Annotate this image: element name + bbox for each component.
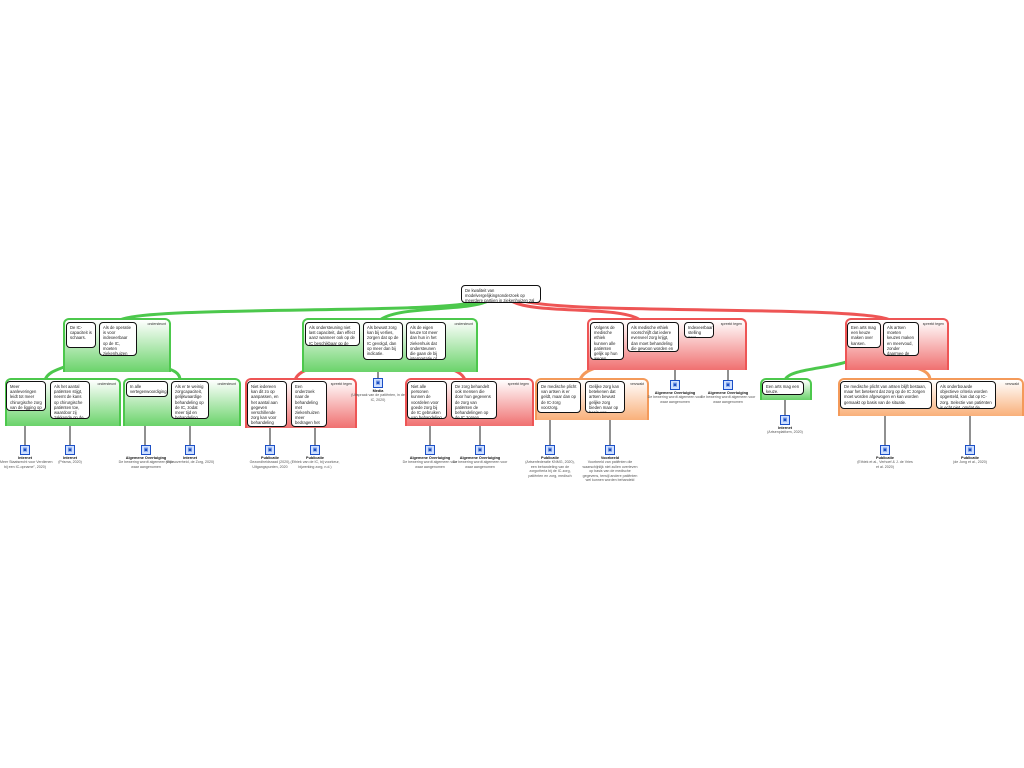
source-type: Voorbeeld [600, 456, 620, 460]
source-type-icon: ▣ [670, 380, 680, 390]
source-type: Algemene Overtuiging [409, 456, 451, 460]
claim-node[interactable]: Als bewust zorg kan bij verlies, zorgen … [363, 322, 403, 360]
oppose-group-label: spreekt tegen [330, 382, 352, 386]
oppose-group-label: spreekt tegen [720, 322, 742, 326]
claim-node[interactable]: De medische plicht van artsen blijft bes… [840, 381, 932, 409]
source-citation: (de Jong et al., 2020) [953, 460, 987, 465]
source-leaf[interactable]: ▣Internet("Meer Staatsrecht voor Verdien… [0, 445, 53, 469]
source-citation: De bewering wordt algemeen voor waar aan… [118, 460, 174, 469]
source-citation: ("Meer Staatsrecht voor Verdienen bij ee… [0, 460, 53, 469]
source-leaf[interactable]: ▣Publicatie(de Jong et al., 2020) [942, 445, 998, 465]
source-leaf[interactable]: ▣Publicatie(Ethiek van de IC, bij voorke… [287, 445, 343, 469]
source-citation: (Rijksoverheid, de Zorg, 2020) [165, 460, 215, 465]
claim-node[interactable]: Als er te weinig zorgcapaciteit, gelijkw… [171, 381, 209, 419]
claim-node[interactable]: Gelijke zorg kan betekenen dat artsen be… [585, 381, 625, 413]
source-type-icon: ▣ [780, 415, 790, 425]
claim-node[interactable]: De zorg behandelt ook mensen die door hu… [451, 381, 497, 419]
source-leaf[interactable]: ▣Media(Uitspraak van de patiënten, in de… [350, 378, 406, 402]
support-group-label: ondersteunt [217, 382, 237, 386]
source-type-icon: ▣ [265, 445, 275, 455]
source-type: Publicatie [876, 456, 894, 460]
source-type-icon: ▣ [373, 378, 383, 388]
claim-node[interactable]: Volgens de medische ethiek kunnen alle p… [590, 322, 624, 360]
source-type-icon: ▣ [965, 445, 975, 455]
oppose-group-label: spreekt tegen [507, 382, 529, 386]
source-type: Internet [18, 456, 32, 460]
claim-node[interactable]: Niet alle personen kunnen de voordelen v… [407, 381, 447, 419]
support-group-label: ondersteunt [454, 322, 474, 326]
claim-node[interactable]: In alle vertegenwoordiging. [126, 381, 168, 397]
source-type-icon: ▣ [141, 445, 151, 455]
source-citation: (Artsenplatform, 2020) [767, 430, 803, 435]
source-leaf[interactable]: ▣Internet(Rijksoverheid, de Zorg, 2020) [162, 445, 218, 465]
weakens-group-label: verzwakt [630, 382, 644, 386]
source-type: Internet [183, 456, 197, 460]
source-type-icon: ▣ [425, 445, 435, 455]
claim-node[interactable]: Een arts mag een keuze. [762, 381, 804, 395]
source-citation: De bewering wordt algemeen voor waar aan… [402, 460, 458, 469]
source-citation: (Artsenfederatie KNMG, 2020), een behand… [525, 460, 575, 478]
source-type-icon: ▣ [20, 445, 30, 455]
claim-node[interactable]: Als medische ethiek voorschrijft dat ied… [627, 322, 679, 352]
source-citation: Voorbeeld van patiënten die waarschijnli… [582, 460, 638, 483]
claim-node[interactable]: Als de eigen keuze tot meer dan hun in h… [406, 322, 446, 360]
claim-node[interactable]: Indexeerbaar stelling zorg. [684, 322, 714, 338]
source-type: Algemene Overtuiging [654, 391, 696, 395]
source-type: Publicatie [961, 456, 979, 460]
source-type-icon: ▣ [310, 445, 320, 455]
claim-node[interactable]: Een arts mag een keuze maken over kansen… [847, 322, 881, 348]
source-citation: De bewering wordt algemeen voor waar aan… [700, 395, 756, 404]
source-type: Algemene Overtuiging [707, 391, 749, 395]
support-group-label: ondersteunt [97, 382, 117, 386]
source-type: Media [372, 389, 384, 393]
claim-node[interactable]: Als het aantal patiënten stijgt, neemt d… [50, 381, 90, 419]
source-citation: (Uitspraak van de patiënten, in de IC, 2… [351, 393, 405, 402]
source-type-icon: ▣ [185, 445, 195, 455]
claim-node[interactable]: Als onderbouwde objectieve criteria word… [936, 381, 996, 409]
source-citation: Gezondheidsraad (2020), Uitgangspunten, … [249, 460, 291, 469]
source-citation: De bewering wordt algemeen voor waar aan… [647, 395, 703, 404]
source-type: Algemene Overtuiging [459, 456, 501, 460]
source-leaf[interactable]: ▣Publicatie(Artsenfederatie KNMG, 2020),… [522, 445, 578, 478]
source-leaf[interactable]: ▣Internet(Artsenplatform, 2020) [757, 415, 813, 435]
claim-node[interactable]: Een onderzoek naar de behandeling met zi… [291, 381, 327, 427]
source-type-icon: ▣ [880, 445, 890, 455]
source-type: Publicatie [306, 456, 324, 460]
source-type-icon: ▣ [475, 445, 485, 455]
support-group-label: ondersteunt [147, 322, 167, 326]
source-type-icon: ▣ [723, 380, 733, 390]
oppose-group-label: spreekt tegen [922, 322, 944, 326]
source-type: Publicatie [261, 456, 279, 460]
source-citation: De bewering wordt algemeen voor waar aan… [452, 460, 508, 469]
source-type: Internet [63, 456, 77, 460]
source-type-icon: ▣ [65, 445, 75, 455]
claim-node[interactable]: De IC-capaciteit is schaars. [66, 322, 96, 348]
claim-node[interactable]: Niet iedereen kan dit zo op aanpassen, e… [247, 381, 287, 427]
source-citation: (Prisma, 2020) [58, 460, 82, 465]
claim-node[interactable]: Meer aanleveringen leidt tot meer chirur… [6, 381, 46, 411]
source-type-icon: ▣ [605, 445, 615, 455]
source-type: Algemene Overtuiging [125, 456, 167, 460]
source-citation: (Ethiek van de IC, bij voorkeur, bijwerk… [290, 460, 340, 469]
source-type-icon: ▣ [545, 445, 555, 455]
claim-node[interactable]: De medische plicht van artsen is er geld… [537, 381, 581, 413]
source-type: Publicatie [541, 456, 559, 460]
root-claim[interactable]: De kwaliteit van modelvergelijkingsonder… [461, 285, 541, 303]
claim-node[interactable]: Als de operatie is voor indexeerbaar op … [99, 322, 137, 356]
weakens-group-label: verzwakt [1005, 382, 1019, 386]
source-citation: (Ethiek et al., Verhoef & J. de Vries et… [857, 460, 913, 469]
source-type: Internet [778, 426, 792, 430]
source-leaf[interactable]: ▣Internet(Prisma, 2020) [42, 445, 98, 465]
claim-node[interactable]: Als artsen moeten keuzes maken en meervo… [883, 322, 919, 356]
claim-node[interactable]: Als ondersteuning niet last capaciteit, … [305, 322, 360, 346]
source-leaf[interactable]: ▣Publicatie(Ethiek et al., Verhoef & J. … [857, 445, 913, 469]
